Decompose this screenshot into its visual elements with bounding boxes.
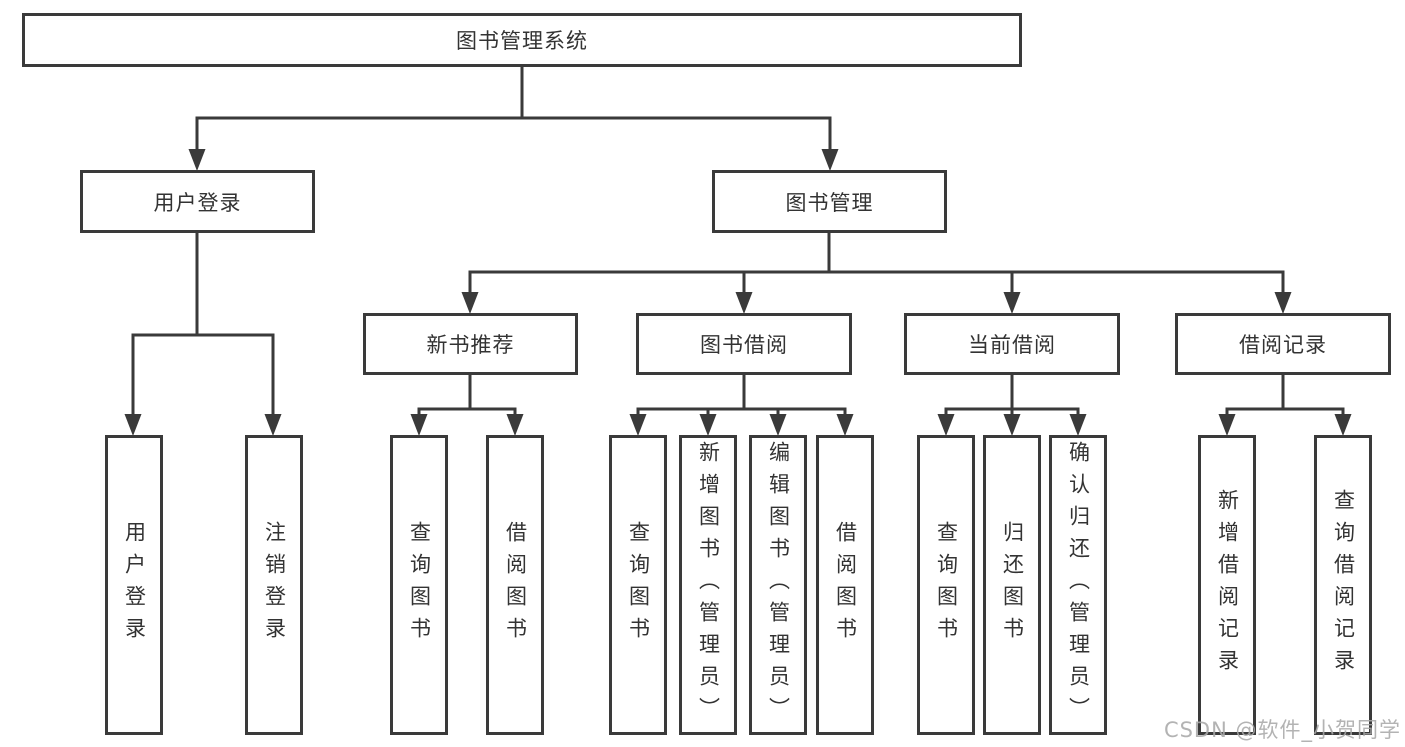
- leaf-label: 查询图书: [626, 521, 651, 649]
- connector-root-split: [195, 65, 832, 153]
- arrowhead: [629, 414, 647, 436]
- arrowhead: [1218, 414, 1236, 436]
- arrowhead: [188, 149, 206, 171]
- arrowhead: [506, 414, 524, 436]
- csdn-watermark: CSDN @软件_小贺同学: [1163, 718, 1401, 742]
- arrowhead: [410, 414, 428, 436]
- node-root: 图书管理系统: [22, 13, 1022, 67]
- connector-currentborrow-split: [944, 373, 1080, 418]
- leaf-label: 新增借阅记录: [1215, 489, 1240, 681]
- connector-newbooks-split: [417, 373, 517, 418]
- leaf-logout: 注销登录: [245, 435, 303, 735]
- leaf-return-books: 归还图书: [983, 435, 1041, 735]
- node-current-borrow: 当前借阅: [904, 313, 1120, 375]
- arrowhead: [821, 149, 839, 171]
- node-new-books: 新书推荐: [363, 313, 578, 375]
- arrowhead: [1069, 414, 1087, 436]
- leaf-label: 查询图书: [407, 521, 432, 649]
- leaf-label: 查询借阅记录: [1331, 489, 1356, 681]
- arrowhead: [264, 414, 282, 436]
- leaf-add-borrow-record: 新增借阅记录: [1198, 435, 1256, 735]
- leaf-query-books-1: 查询图书: [390, 435, 448, 735]
- leaf-query-borrow-record: 查询借阅记录: [1314, 435, 1372, 735]
- node-book-borrow: 图书借阅: [636, 313, 852, 375]
- arrowhead: [836, 414, 854, 436]
- arrowheads: [124, 149, 1352, 436]
- connector-bookborrow-split: [636, 373, 847, 418]
- leaf-edit-books-admin: 编辑图书（管理员）: [749, 435, 807, 735]
- arrowhead: [699, 414, 717, 436]
- leaf-label: 确认归还（管理员）: [1066, 441, 1091, 729]
- arrowhead: [461, 292, 479, 314]
- arrowhead: [1003, 414, 1021, 436]
- arrowhead: [124, 414, 142, 436]
- arrowhead: [1334, 414, 1352, 436]
- arrowhead: [735, 292, 753, 314]
- arrowhead: [1274, 292, 1292, 314]
- leaf-confirm-return-admin: 确认归还（管理员）: [1049, 435, 1107, 735]
- leaf-label: 借阅图书: [833, 521, 858, 649]
- connector-bookmgmt-split: [468, 231, 1285, 296]
- leaf-user-login: 用户登录: [105, 435, 163, 735]
- node-borrow-records: 借阅记录: [1175, 313, 1391, 375]
- arrowhead: [937, 414, 955, 436]
- leaf-borrow-books-1: 借阅图书: [486, 435, 544, 735]
- node-book-mgmt: 图书管理: [712, 170, 947, 233]
- leaf-label: 编辑图书（管理员）: [766, 441, 791, 729]
- arrowhead: [1003, 292, 1021, 314]
- leaf-label: 用户登录: [122, 521, 147, 649]
- leaf-query-books-2: 查询图书: [609, 435, 667, 735]
- leaf-label: 查询图书: [934, 521, 959, 649]
- leaf-borrow-books-2: 借阅图书: [816, 435, 874, 735]
- node-user-login: 用户登录: [80, 170, 315, 233]
- leaf-query-books-3: 查询图书: [917, 435, 975, 735]
- leaf-label: 新增图书（管理员）: [696, 441, 721, 729]
- connector-userlogin-split: [131, 231, 275, 417]
- arrowhead: [769, 414, 787, 436]
- leaf-label: 借阅图书: [503, 521, 528, 649]
- connector-borrowrecords-split: [1225, 373, 1345, 418]
- leaf-add-books-admin: 新增图书（管理员）: [679, 435, 737, 735]
- leaf-label: 归还图书: [1000, 521, 1025, 649]
- leaf-label: 注销登录: [262, 521, 287, 649]
